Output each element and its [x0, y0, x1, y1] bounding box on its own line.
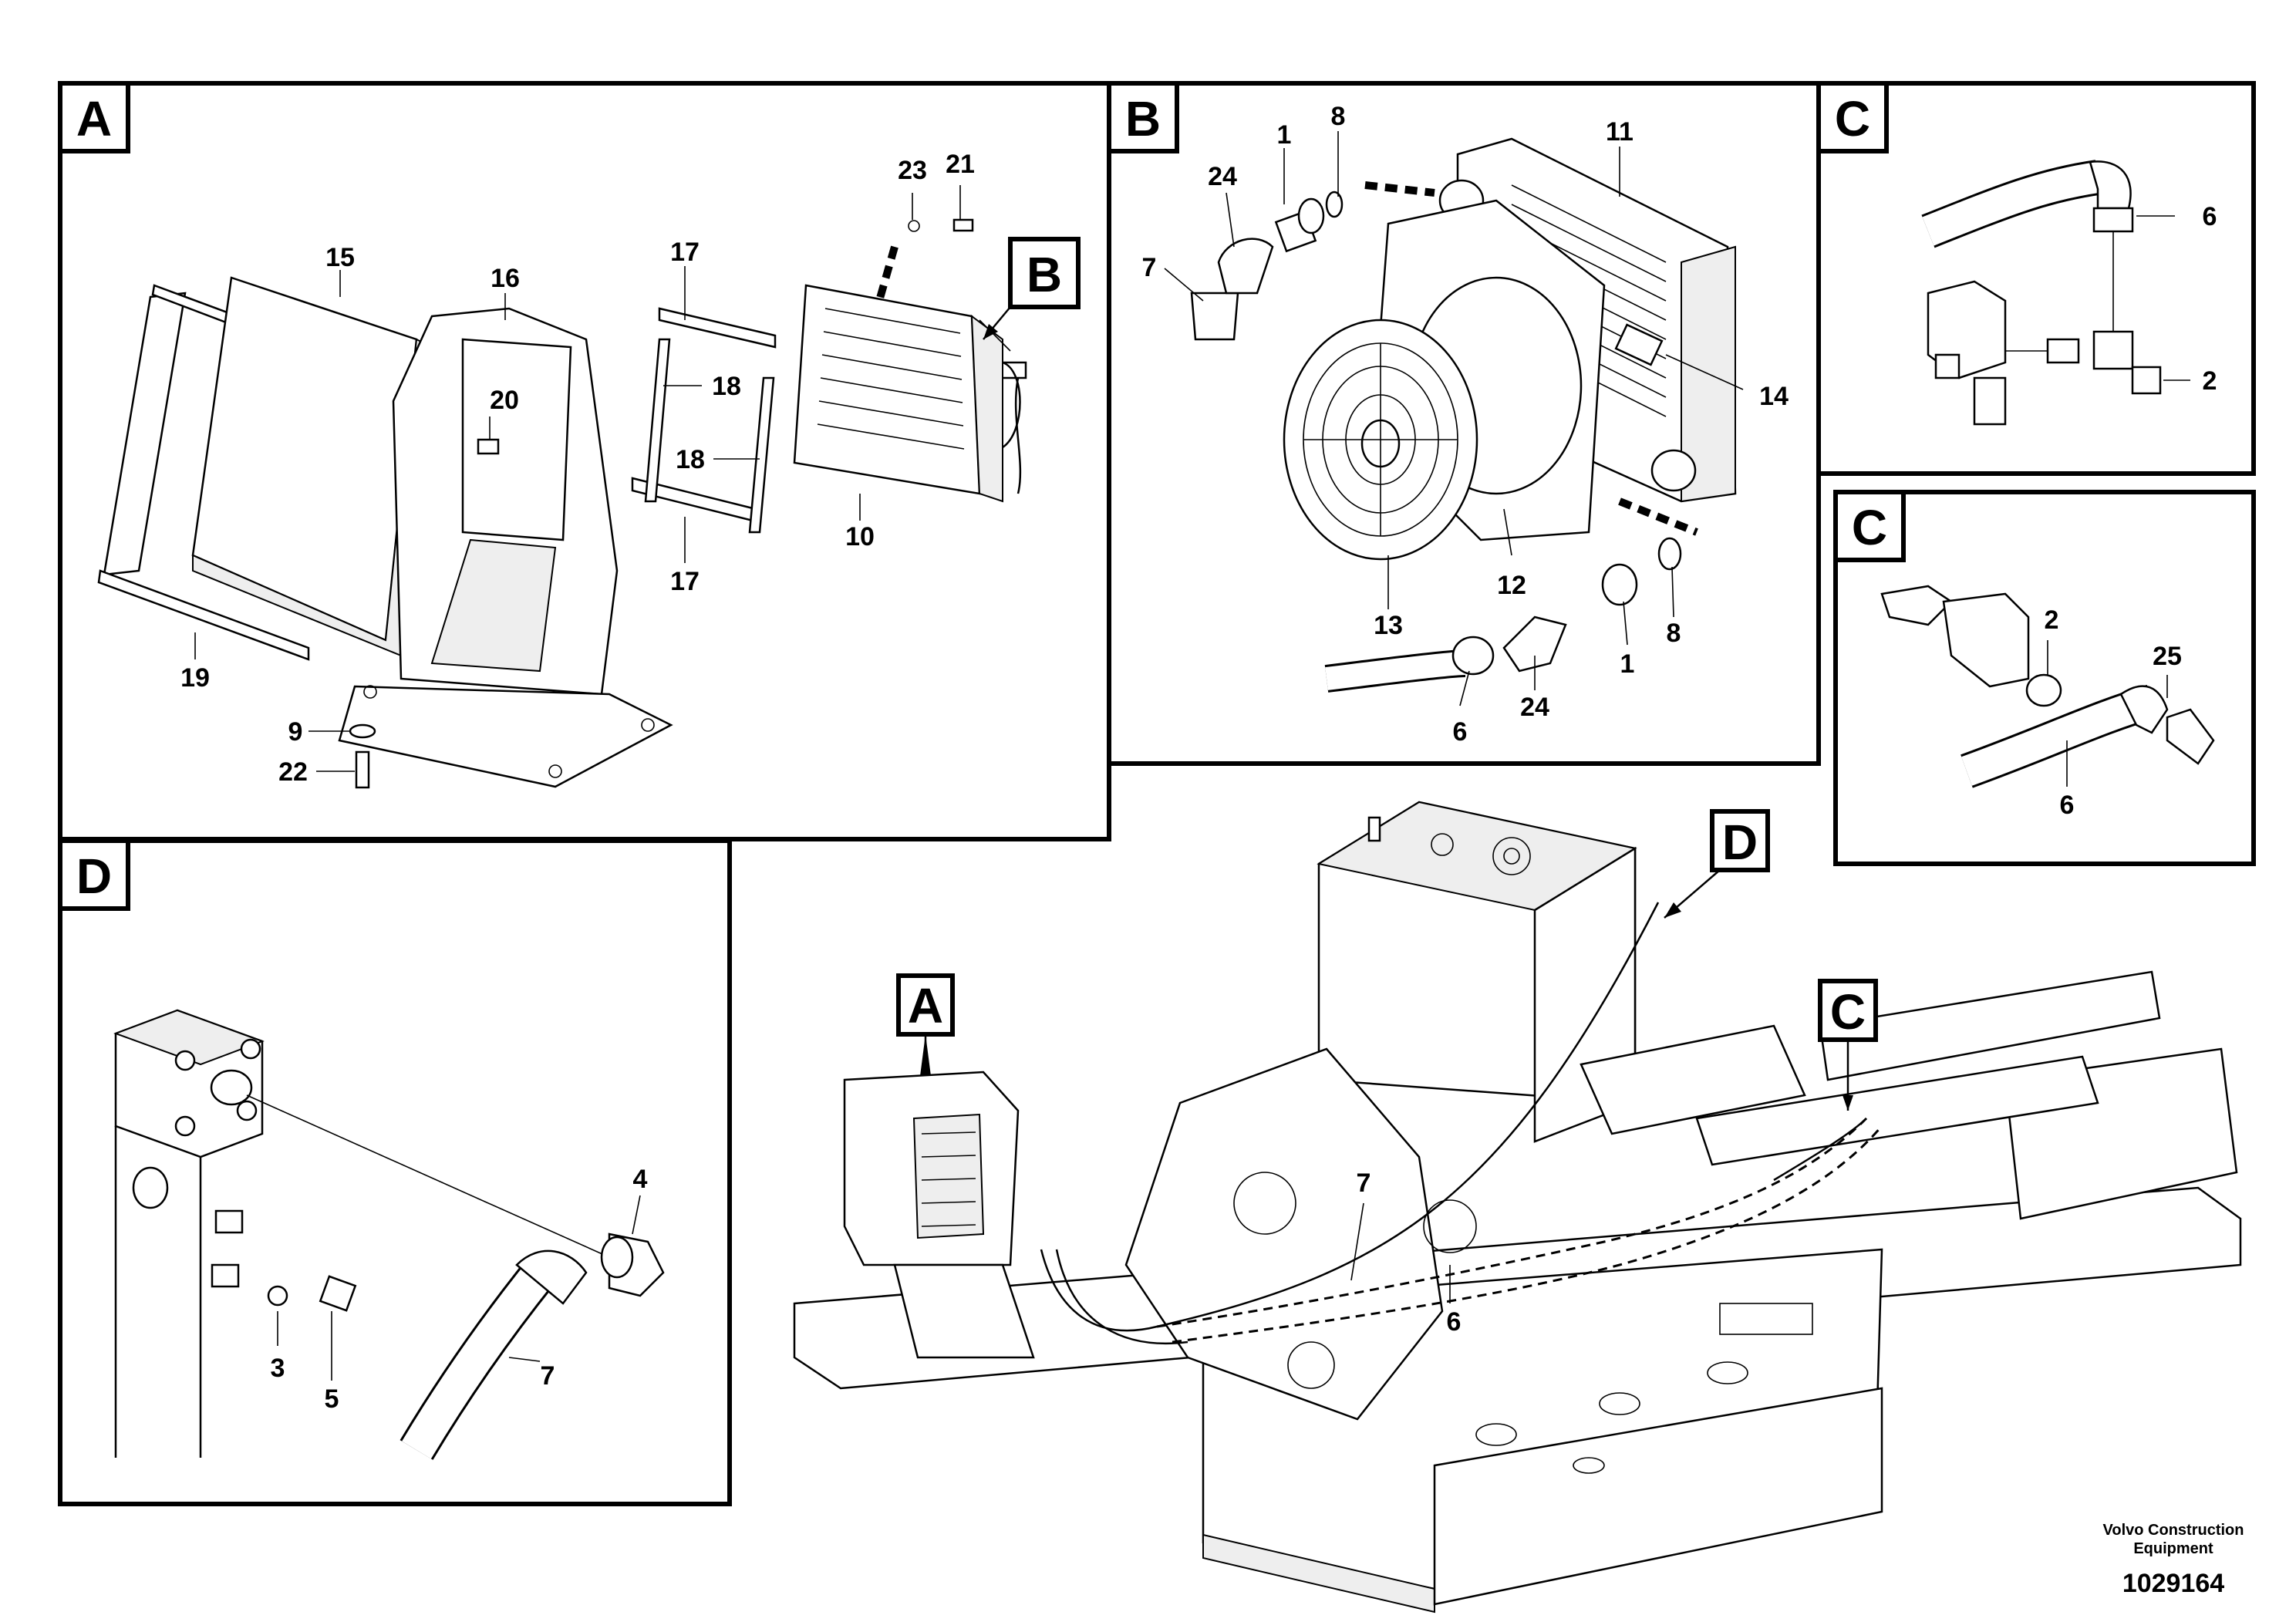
- panel-c-top-tag: C: [1835, 91, 1870, 147]
- panel-c-top-callout-6: 6: [2203, 202, 2217, 231]
- panel-a-callout-18-b: 18: [676, 445, 705, 474]
- brand-line-1: Volvo Construction: [2103, 1522, 2244, 1539]
- panel-a-callout-9: 9: [288, 717, 303, 747]
- overview-callout-7: 7: [1357, 1168, 1371, 1198]
- overview-tag-c-label: C: [1830, 984, 1866, 1040]
- panel-a-callout-22: 22: [278, 757, 308, 787]
- panel-b-tag: B: [1125, 91, 1161, 147]
- panel-d-callout-3: 3: [271, 1354, 285, 1383]
- panel-b-callout-14: 14: [1759, 382, 1789, 411]
- panel-b-callout-1-top: 1: [1277, 120, 1292, 150]
- overview-tag-c: [1818, 979, 1878, 1042]
- panel-b: B: [1107, 81, 1821, 766]
- overview-tag-d-label: D: [1722, 814, 1758, 870]
- panel-d-callout-7: 7: [541, 1361, 555, 1391]
- panel-b-callout-24-bottom: 24: [1520, 693, 1549, 722]
- panel-c-bottom-callout-2: 2: [2045, 605, 2059, 635]
- panel-a-callout-17-top: 17: [670, 238, 700, 267]
- overview-tag-a: [896, 973, 955, 1037]
- footer: Volvo Construction Equipment 1029164: [2103, 1522, 2244, 1598]
- panel-b-callout-1-bottom: 1: [1620, 649, 1635, 679]
- panel-d-tag: D: [76, 848, 112, 904]
- panel-c-bottom-tag: C: [1852, 500, 1887, 555]
- panel-a-callout-23: 23: [898, 156, 927, 185]
- panel-a-callout-19: 19: [180, 663, 210, 693]
- panel-a: A: [58, 81, 1111, 841]
- panel-a-callout-20: 20: [490, 386, 519, 415]
- panel-a-tag: A: [76, 91, 112, 147]
- overview-tag-a-label: A: [908, 978, 943, 1034]
- panel-a-callout-17-bottom: 17: [670, 567, 700, 596]
- panel-b-callout-6: 6: [1453, 717, 1468, 747]
- panel-a-callout-21: 21: [946, 150, 975, 179]
- panel-c-bottom-callout-25: 25: [2153, 642, 2182, 671]
- document-number: 1029164: [2122, 1569, 2224, 1598]
- machine-overview: [793, 801, 2242, 1614]
- panel-b-callout-13: 13: [1374, 611, 1403, 640]
- panel-d-callout-4: 4: [633, 1165, 648, 1194]
- panel-a-tag-b: [1008, 237, 1081, 309]
- overview-callouts: A D C 7 6: [896, 809, 1878, 1337]
- overview-tag-d: [1710, 809, 1770, 872]
- panel-b-callout-11: 11: [1606, 117, 1633, 147]
- panel-c-bottom: C 2 25 6: [1833, 490, 2256, 866]
- panel-a-callout-10: 10: [845, 522, 875, 551]
- panel-b-callout-8-bottom: 8: [1667, 619, 1681, 648]
- brand-line-2: Equipment: [2133, 1540, 2213, 1557]
- panel-a-callout-18-a: 18: [712, 372, 741, 401]
- panel-a-callout-16: 16: [491, 264, 520, 293]
- panel-d: D 4 3 7 5: [58, 838, 732, 1506]
- panel-b-callout-7: 7: [1142, 253, 1157, 282]
- panel-c-top-callout-2: 2: [2203, 366, 2217, 396]
- panel-b-callout-24-top: 24: [1208, 162, 1237, 191]
- panel-b-callout-8-top: 8: [1331, 102, 1346, 131]
- panel-b-callout-12: 12: [1497, 571, 1526, 600]
- panel-c-top: C 6 2: [1816, 81, 2256, 476]
- panel-a-tag-b-label: B: [1027, 247, 1062, 302]
- panel-c-bottom-callout-6: 6: [2060, 791, 2075, 820]
- panel-a-callout-15: 15: [325, 243, 355, 272]
- overview-callout-6: 6: [1447, 1307, 1462, 1337]
- panel-d-callout-5: 5: [325, 1384, 339, 1414]
